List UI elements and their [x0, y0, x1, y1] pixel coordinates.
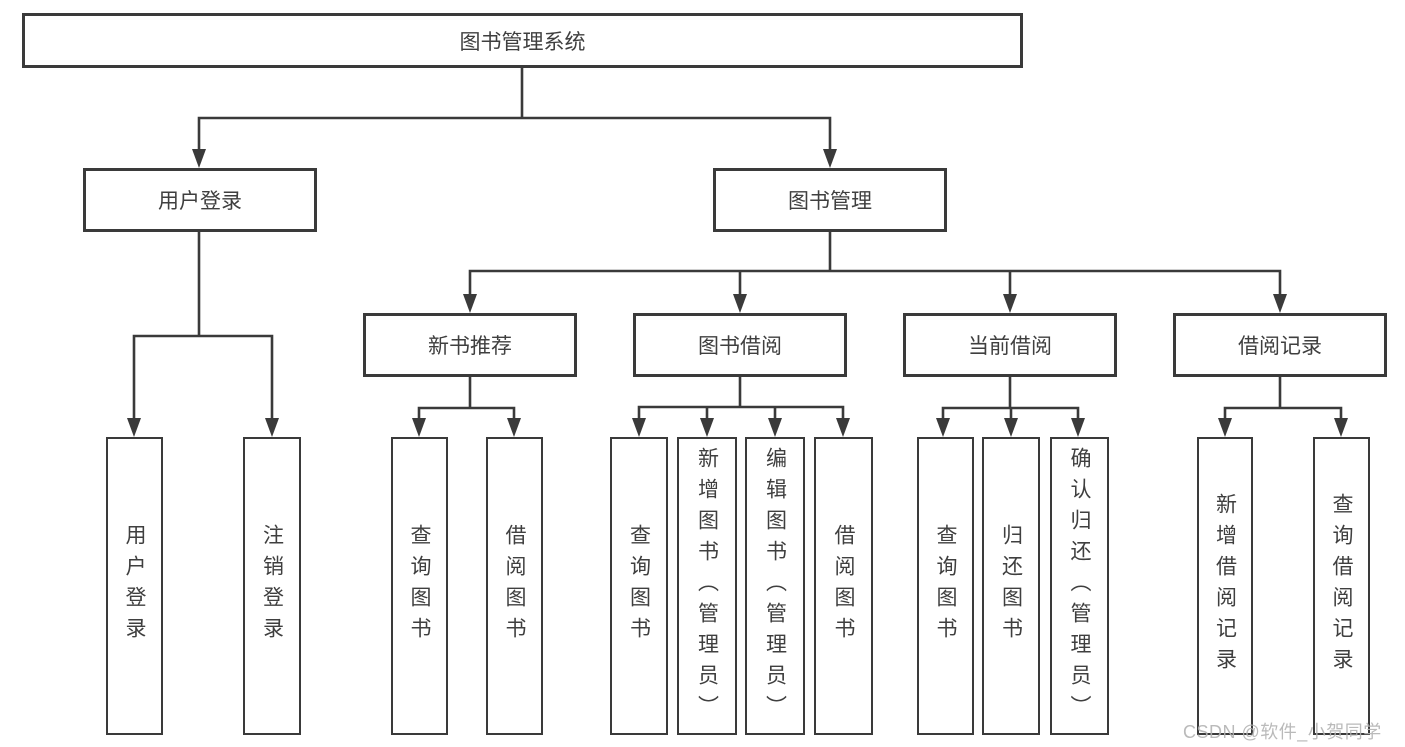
leaf-edit-book-admin: 编辑图书（管理员） — [745, 437, 805, 735]
leaf-query-books-recommend: 查询图书 — [391, 437, 448, 735]
leaf-user-login: 用户登录 — [106, 437, 163, 735]
leaf-query-books-current: 查询图书 — [917, 437, 974, 735]
leaf-logout: 注销登录 — [243, 437, 301, 735]
node-borrowing-records: 借阅记录 — [1173, 313, 1387, 377]
leaf-borrow-books-recommend: 借阅图书 — [486, 437, 543, 735]
leaf-return-book: 归还图书 — [982, 437, 1040, 735]
node-library-management-system: 图书管理系统 — [22, 13, 1023, 68]
node-current-borrowing: 当前借阅 — [903, 313, 1117, 377]
leaf-borrow-books: 借阅图书 — [814, 437, 873, 735]
leaf-add-borrow-record: 新增借阅记录 — [1197, 437, 1253, 735]
leaf-confirm-return-admin: 确认归还（管理员） — [1050, 437, 1109, 735]
leaf-add-book-admin: 新增图书（管理员） — [677, 437, 737, 735]
node-book-management: 图书管理 — [713, 168, 947, 232]
csdn-watermark: CSDN @软件_小贺同学 — [1183, 722, 1382, 742]
node-book-borrowing: 图书借阅 — [633, 313, 847, 377]
leaf-query-borrow-record: 查询借阅记录 — [1313, 437, 1370, 735]
leaf-query-books-borrow: 查询图书 — [610, 437, 668, 735]
node-user-login: 用户登录 — [83, 168, 317, 232]
node-new-book-recommendation: 新书推荐 — [363, 313, 577, 377]
